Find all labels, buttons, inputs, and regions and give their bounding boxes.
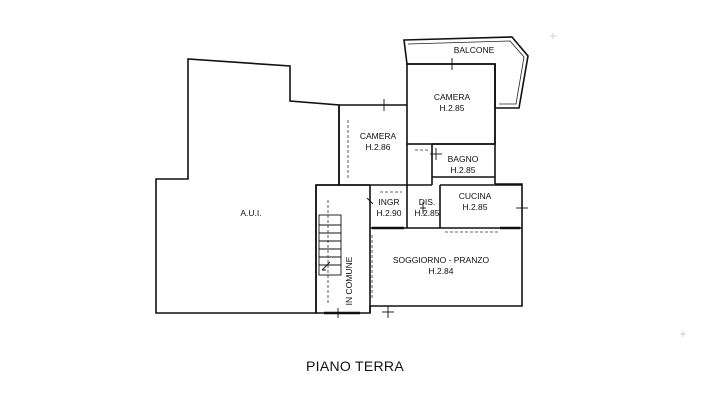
aui-area-outline: [155, 58, 340, 314]
label-soggiorno-height: H.2.84: [428, 266, 453, 276]
balcony-inner-rail: [407, 40, 525, 105]
label-aui: A.U.I.: [240, 208, 261, 218]
label-ingr-height: H.2.90: [376, 208, 401, 218]
label-cucina: CUCINA: [459, 191, 492, 201]
label-camera-left-height: H.2.86: [365, 142, 390, 152]
plan-caption: PIANO TERRA: [306, 358, 404, 374]
label-balcone: BALCONE: [454, 45, 495, 55]
openings: [324, 226, 520, 315]
label-camera-left: CAMERA: [360, 131, 397, 141]
label-dis: DIS.: [419, 197, 436, 207]
label-soggiorno: SOGGIORNO - PRANZO: [393, 255, 490, 265]
window-marks: [337, 58, 528, 318]
label-cucina-height: H.2.85: [462, 202, 487, 212]
door-markers: [327, 120, 500, 305]
staircase: [318, 214, 342, 276]
label-ingr: INGR: [378, 197, 399, 207]
label-camera-top: CAMERA: [434, 92, 471, 102]
corner-marks: [550, 33, 686, 337]
label-in-comune: IN COMUNE: [344, 256, 354, 305]
label-camera-top-height: H.2.85: [439, 103, 464, 113]
label-dis-height: H.2.85: [414, 208, 439, 218]
label-bagno: BAGNO: [448, 154, 479, 164]
label-bagno-height: H.2.85: [450, 165, 475, 175]
